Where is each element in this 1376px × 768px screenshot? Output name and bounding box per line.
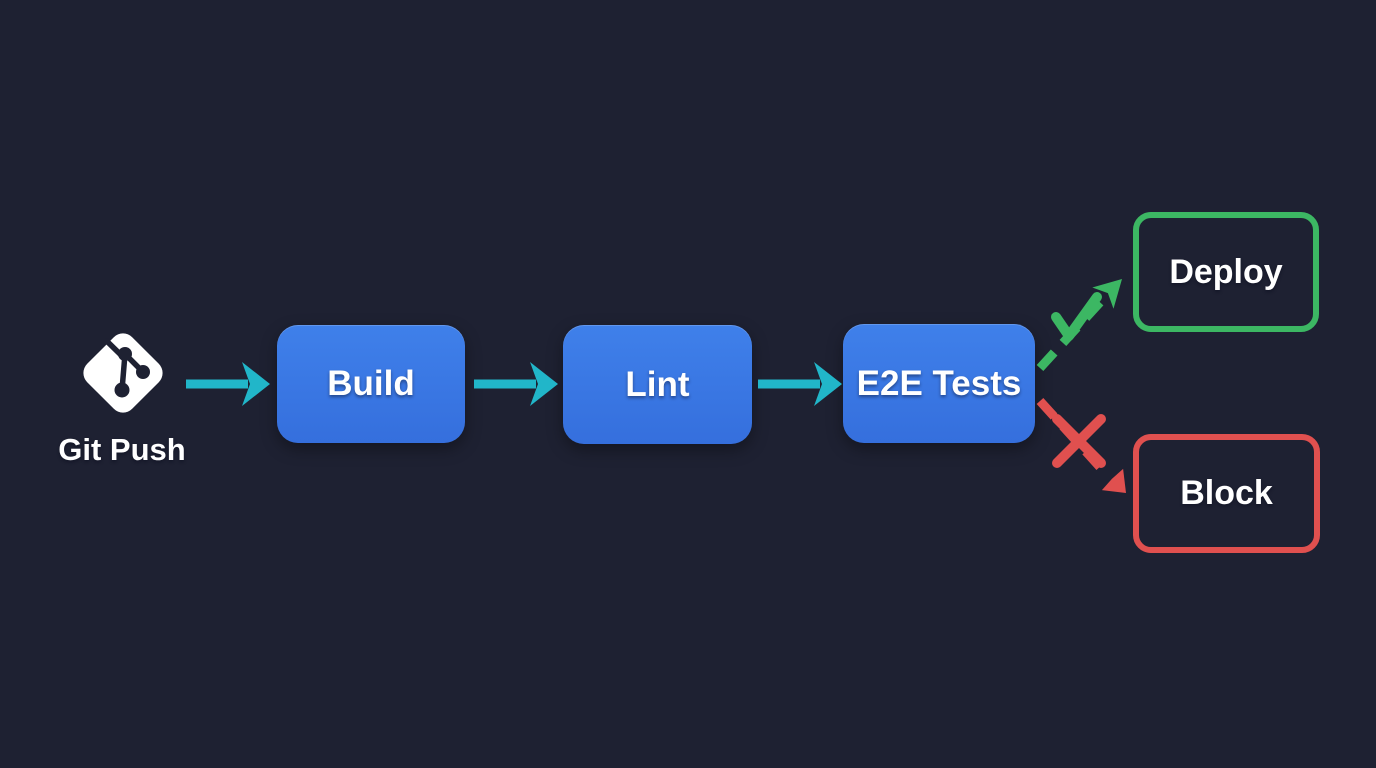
node-build: Build <box>277 325 465 443</box>
node-e2e-tests: E2E Tests <box>843 324 1035 443</box>
check-icon <box>1051 292 1102 341</box>
git-push-label: Git Push <box>58 432 186 467</box>
edge-e2e-to-deploy-arrow <box>1036 279 1122 372</box>
edge-git-to-build-arrow <box>186 362 270 406</box>
edge-build-to-lint-arrow <box>474 362 558 406</box>
edge-e2e-to-block-arrow <box>1036 397 1126 493</box>
edge-lint-to-e2e-arrow <box>758 362 842 406</box>
node-lint: Lint <box>563 325 752 444</box>
node-deploy: Deploy <box>1133 212 1319 332</box>
git-icon <box>83 333 163 413</box>
cross-icon <box>1052 414 1106 468</box>
node-block: Block <box>1133 434 1320 553</box>
